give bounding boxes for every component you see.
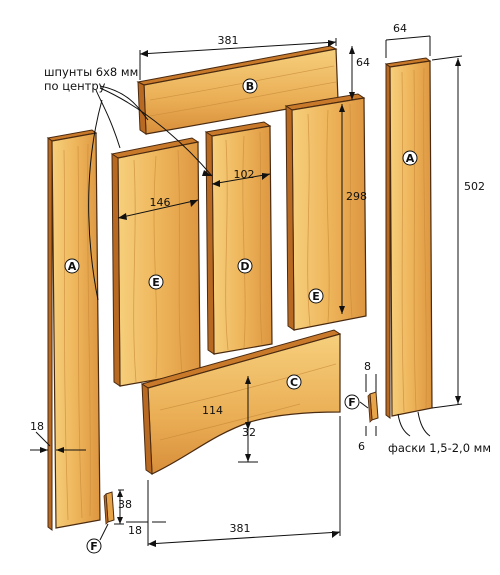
chamfer-note: фаски 1,5-2,0 мм <box>388 441 491 455</box>
dim-top-width: 381 <box>218 34 239 47</box>
part-b <box>136 45 339 135</box>
dim-bottom-thickness: 18 <box>128 524 142 537</box>
svg-text:C: C <box>290 376 298 389</box>
part-e-left <box>110 137 201 387</box>
part-c <box>140 329 342 475</box>
dim-f-right-bottom: 6 <box>358 440 365 453</box>
part-f-left <box>103 491 115 525</box>
part-a-left <box>46 129 101 531</box>
dim-stile-thickness: 18 <box>30 420 44 433</box>
dim-b-height: 64 <box>356 56 370 69</box>
svg-text:E: E <box>312 290 320 303</box>
label-a-right: A <box>402 150 418 166</box>
svg-text:D: D <box>240 260 249 273</box>
dim-f-height: 38 <box>118 498 132 511</box>
label-e-right: E <box>308 288 324 304</box>
part-d <box>204 121 273 355</box>
dimension-lines <box>30 35 463 546</box>
svg-text:A: A <box>68 260 77 273</box>
dim-c-height: 114 <box>202 404 223 417</box>
label-d: D <box>237 258 253 274</box>
dim-d-width: 102 <box>234 168 255 181</box>
arrow-heads <box>40 40 461 547</box>
dim-panel-height: 298 <box>346 190 367 203</box>
dim-f-right-top: 8 <box>364 360 371 373</box>
groove-note-line2: по центру <box>44 79 106 93</box>
dimension-labels: 381 64 64 502 146 102 298 114 32 18 381 … <box>30 22 485 537</box>
dim-total-height: 502 <box>464 180 485 193</box>
svg-text:B: B <box>246 80 254 93</box>
notes: шпунты 6x8 мм по центру фаски 1,5-2,0 мм <box>44 65 491 455</box>
part-f-right <box>367 391 379 423</box>
label-f-right: F <box>344 394 360 410</box>
label-c: C <box>286 374 302 390</box>
part-e-right <box>284 93 367 331</box>
svg-text:F: F <box>90 540 98 553</box>
label-a-left: A <box>64 258 80 274</box>
groove-note-line1: шпунты 6x8 мм <box>44 65 138 79</box>
dim-e-width: 146 <box>150 196 171 209</box>
part-labels: A A B C D E E F <box>64 78 418 554</box>
dim-bottom-width: 381 <box>230 522 251 535</box>
dim-arc-depth: 32 <box>242 426 256 439</box>
svg-text:F: F <box>348 396 356 409</box>
dim-side-width: 64 <box>393 22 407 35</box>
svg-text:A: A <box>406 152 415 165</box>
label-f-left: F <box>86 538 102 554</box>
part-a-right <box>384 57 433 419</box>
label-e-left: E <box>148 274 164 290</box>
label-b: B <box>242 78 258 94</box>
svg-text:E: E <box>152 276 160 289</box>
